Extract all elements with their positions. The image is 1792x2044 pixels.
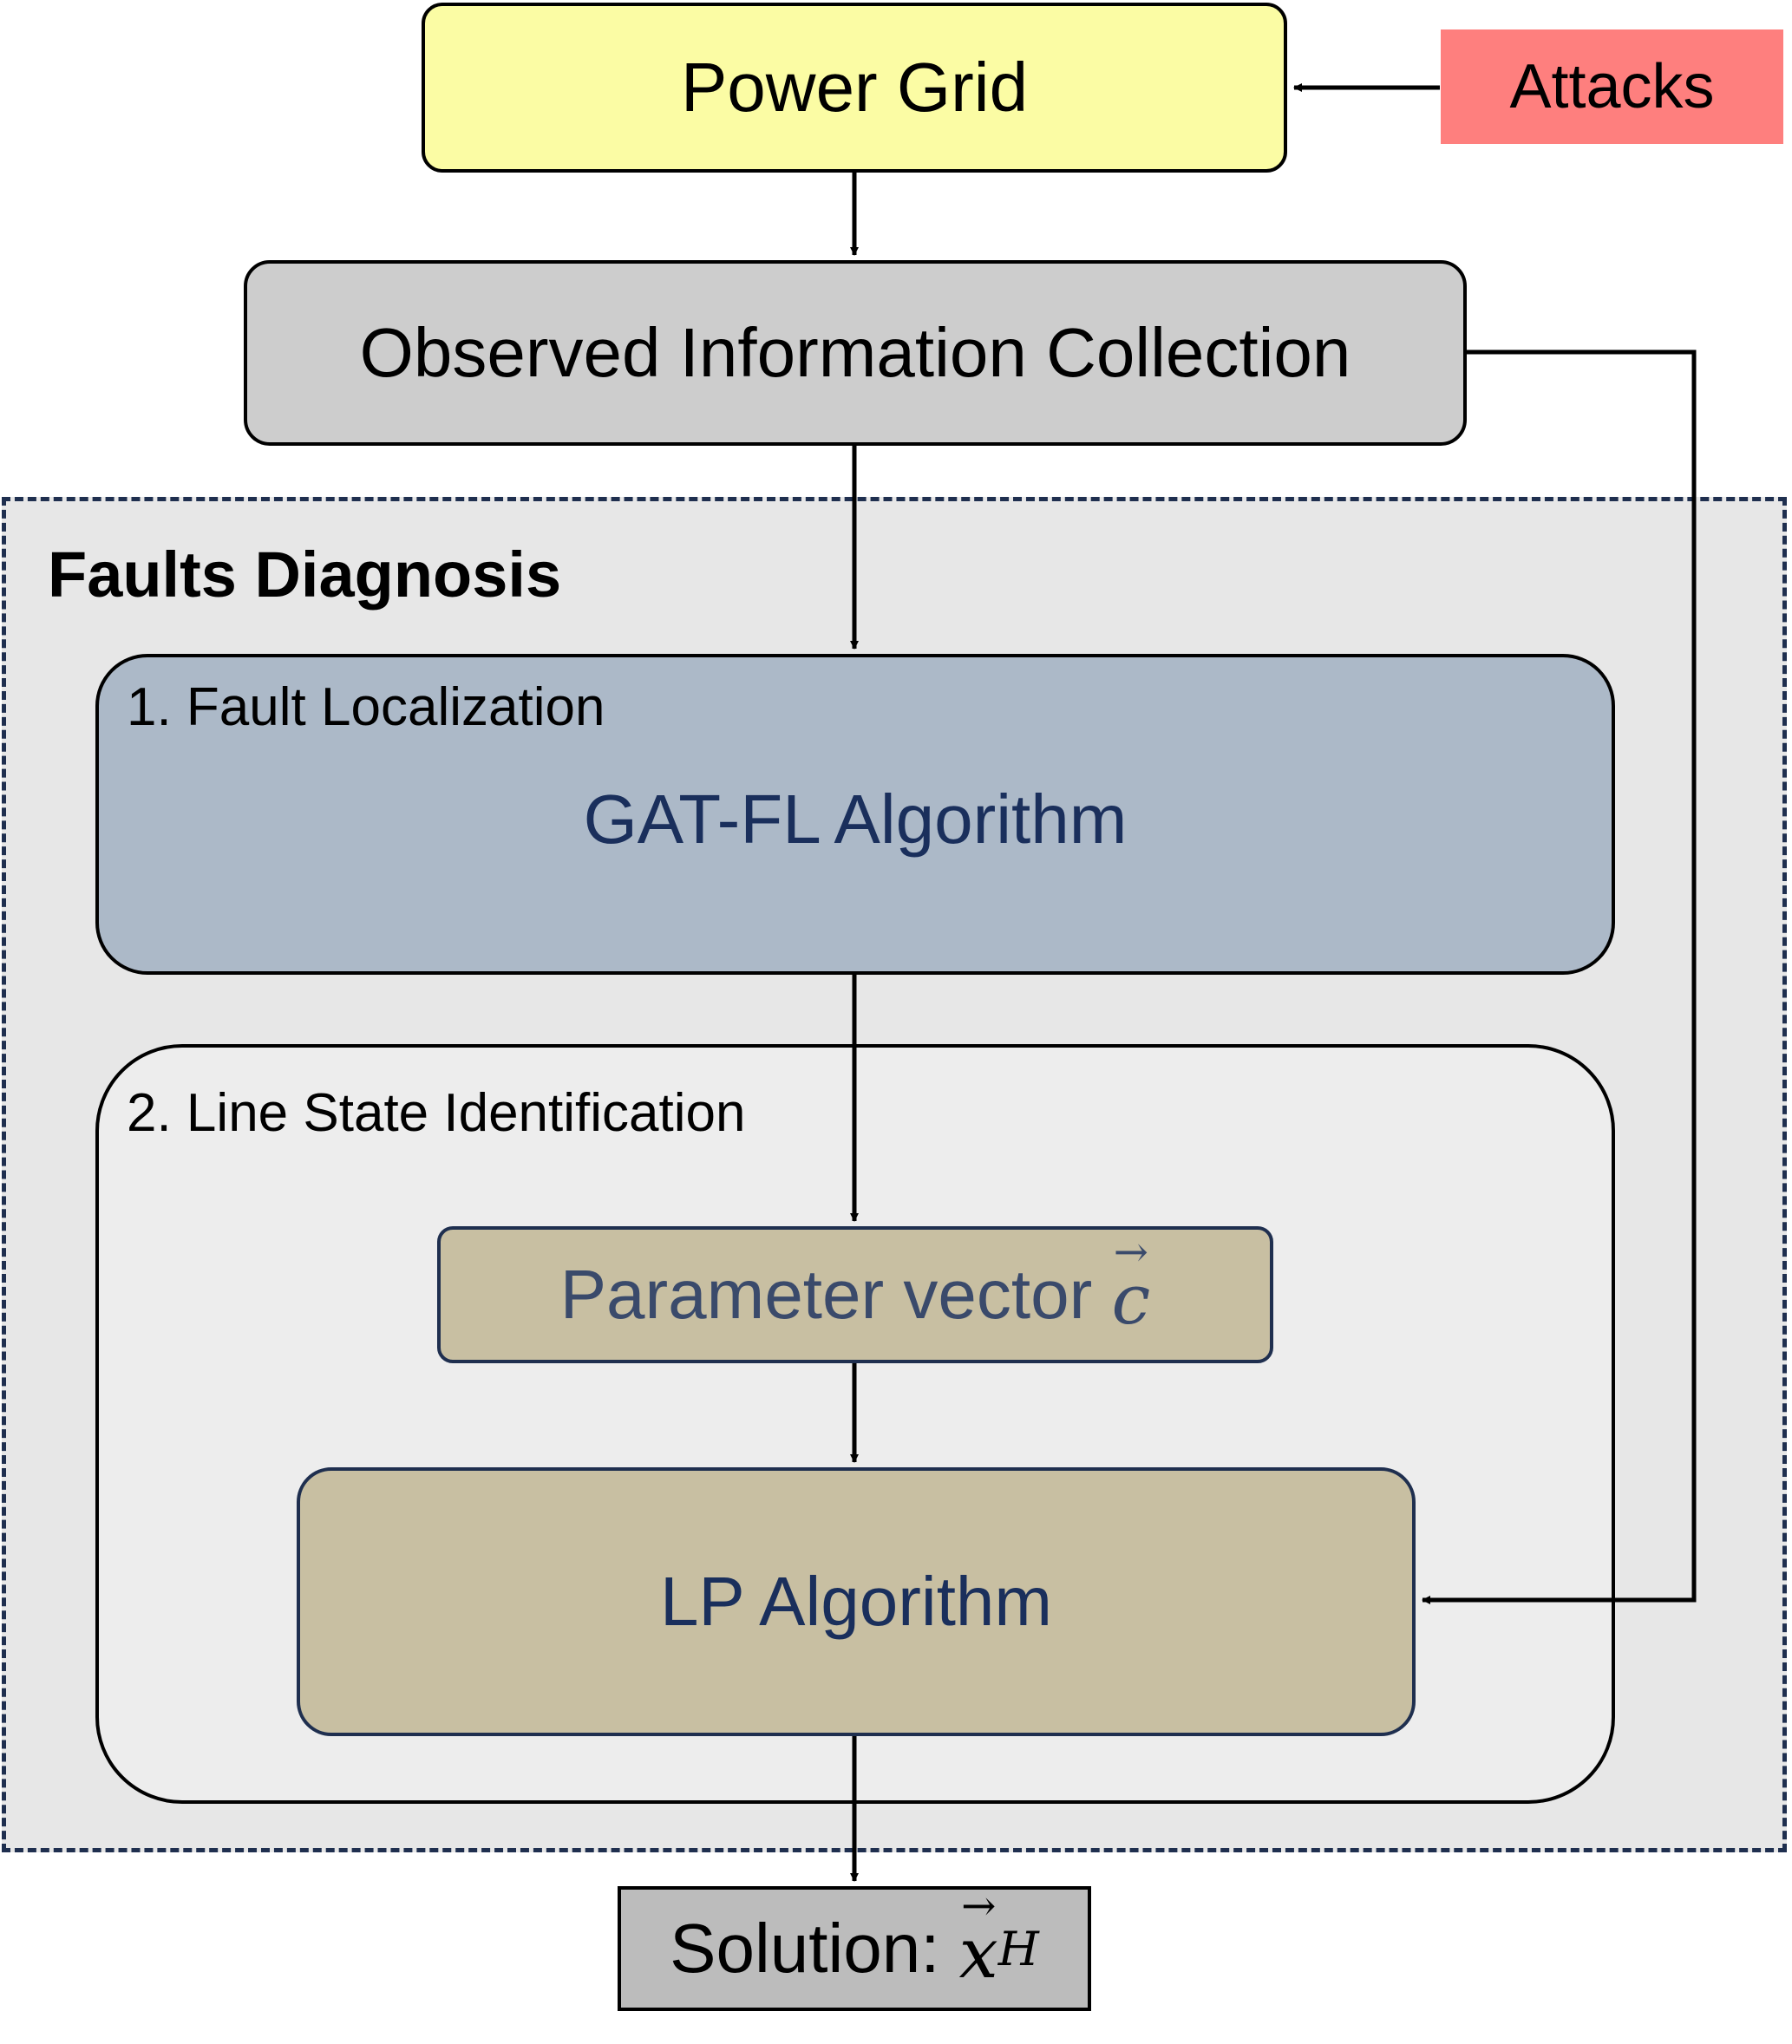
solution-node: Solution: xH bbox=[618, 1886, 1091, 2011]
fault-localization-box bbox=[95, 654, 1615, 975]
lp-algorithm-label: LP Algorithm bbox=[659, 1563, 1053, 1640]
faults-diagnosis-title: Faults Diagnosis bbox=[48, 539, 562, 611]
attacks-label: Attacks bbox=[1509, 52, 1715, 121]
parameter-vector-label: Parameter vector bbox=[559, 1256, 1093, 1333]
line-state-identification-label: 2. Line State Identification bbox=[127, 1083, 746, 1143]
solution-symbol: x bbox=[959, 1904, 998, 1994]
power-grid-node: Power Grid bbox=[422, 3, 1287, 173]
parameter-vector-symbol: c bbox=[1111, 1251, 1150, 1340]
observed-information-node: Observed Information Collection bbox=[244, 260, 1467, 446]
fault-localization-label: 1. Fault Localization bbox=[127, 677, 605, 737]
lp-algorithm-node: LP Algorithm bbox=[297, 1467, 1416, 1736]
solution-label: Solution: bbox=[670, 1910, 940, 1987]
observed-information-label: Observed Information Collection bbox=[359, 314, 1351, 391]
power-grid-label: Power Grid bbox=[680, 49, 1029, 126]
gat-fl-label: GAT-FL Algorithm bbox=[583, 780, 1128, 858]
gat-fl-algorithm: GAT-FL Algorithm bbox=[95, 767, 1615, 872]
attacks-node: Attacks bbox=[1441, 29, 1783, 144]
solution-subscript: H bbox=[997, 1921, 1039, 1976]
parameter-vector-node: Parameter vector c bbox=[437, 1226, 1273, 1363]
